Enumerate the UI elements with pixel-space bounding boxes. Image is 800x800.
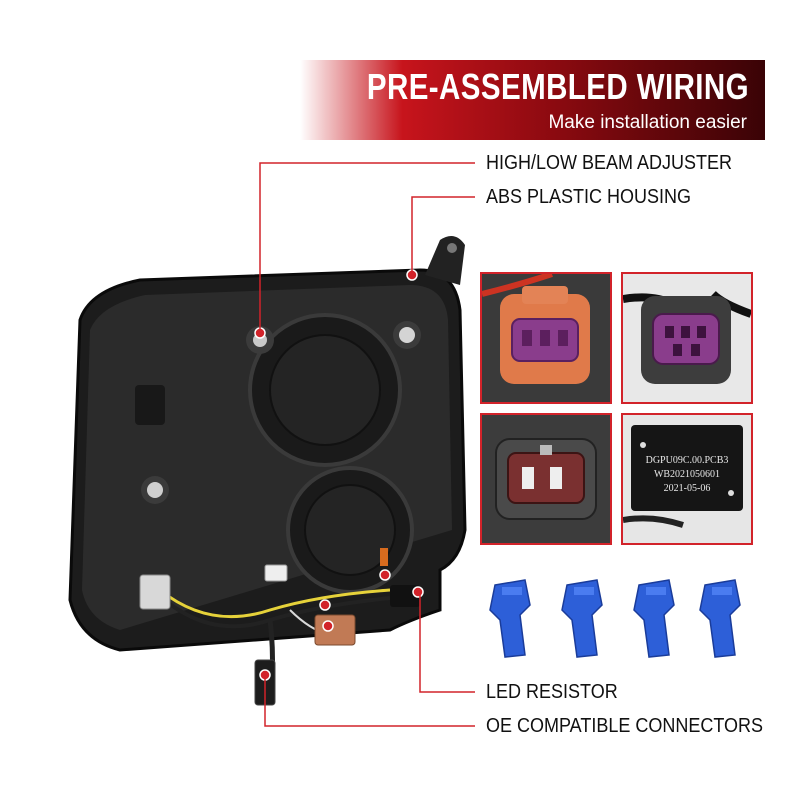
callout-abs-plastic-housing: ABS PLASTIC HOUSING [486,186,692,208]
banner-title: PRE-ASSEMBLED WIRING [366,66,749,107]
thumb-led-resistor: DGPU09C.00.PCB3 WB2021050601 2021-05-06 [621,413,753,545]
wire-tap-3 [633,579,675,658]
callout-oe-compatible-connectors: OE COMPATIBLE CONNECTORS [486,715,764,737]
resistor-label-line3: 2021-05-06 [664,483,711,494]
callout-high-low-beam-adjuster: HIGH/LOW BEAM ADJUSTER [486,152,733,174]
header-banner: PRE-ASSEMBLED WIRING Make installation e… [300,60,765,140]
resistor-label-line2: WB2021050601 [654,469,720,480]
wire-tap-1 [489,579,531,658]
headlight-image [68,236,467,706]
banner-subtitle: Make installation easier [548,112,747,133]
wire-tap-4 [699,579,741,658]
thumb-two-pin-connector [480,413,612,545]
resistor-label-line1: DGPU09C.00.PCB3 [646,455,729,466]
thumb-grey-connector [621,272,753,404]
thumb-orange-connector [480,272,612,404]
callout-led-resistor: LED RESISTOR [486,681,618,703]
wire-taps [489,579,741,658]
wire-tap-2 [561,579,603,658]
